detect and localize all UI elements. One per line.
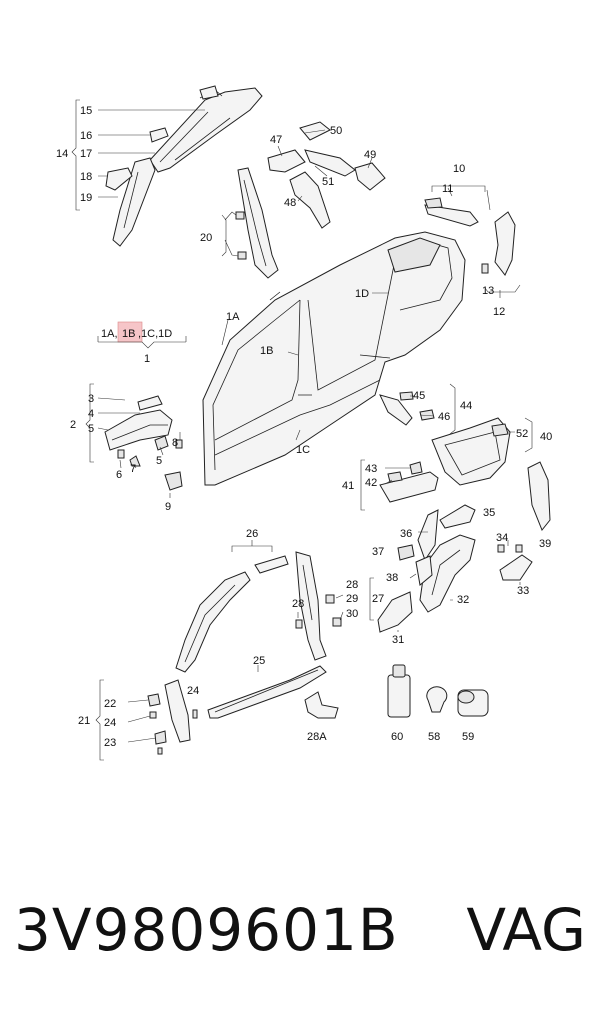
label-5a: 5 xyxy=(88,423,94,435)
label-22: 22 xyxy=(104,698,116,710)
label-4: 4 xyxy=(88,408,94,420)
label-17: 17 xyxy=(80,148,92,160)
label-34: 34 xyxy=(496,532,508,544)
lower-a-pillar-group xyxy=(175,540,374,719)
part-labels: 15 16 14 17 18 19 47 50 49 51 48 20 10 1… xyxy=(56,105,552,749)
label-58: 58 xyxy=(428,731,440,743)
label-50: 50 xyxy=(330,125,342,137)
label-46: 46 xyxy=(438,411,450,423)
label-group-1c1d: ,1C,1D xyxy=(138,328,172,340)
label-28b: 28 xyxy=(292,598,304,610)
side-panel-main xyxy=(202,231,466,486)
label-60: 60 xyxy=(391,731,403,743)
brand-name: VAG xyxy=(466,896,586,964)
label-32: 32 xyxy=(457,594,469,606)
label-33: 33 xyxy=(517,585,529,597)
label-10: 10 xyxy=(453,163,465,175)
parcel-shelf-group xyxy=(267,121,386,229)
lower-b-pillar-group xyxy=(95,679,198,761)
label-7: 7 xyxy=(130,463,136,475)
label-45: 45 xyxy=(413,390,425,402)
label-25: 25 xyxy=(253,655,265,667)
label-44: 44 xyxy=(460,400,472,412)
consumables-group xyxy=(304,664,489,719)
label-9: 9 xyxy=(165,501,171,513)
label-52: 52 xyxy=(516,428,528,440)
label-6: 6 xyxy=(116,469,122,481)
label-20: 20 xyxy=(200,232,212,244)
label-24b: 24 xyxy=(104,717,116,729)
label-49: 49 xyxy=(364,149,376,161)
label-38: 38 xyxy=(386,572,398,584)
label-26: 26 xyxy=(246,528,258,540)
label-35: 35 xyxy=(483,507,495,519)
label-18: 18 xyxy=(80,171,92,183)
label-42: 42 xyxy=(365,477,377,489)
label-59: 59 xyxy=(462,731,474,743)
part-number: 3V9809601B xyxy=(14,896,399,964)
label-1a: 1A xyxy=(226,311,240,323)
quarter-panel-trim-group xyxy=(424,185,521,298)
label-3: 3 xyxy=(88,393,94,405)
sill-bracket-group xyxy=(360,459,476,529)
label-1b: 1B xyxy=(260,345,273,357)
wheel-arch-group xyxy=(377,509,533,633)
label-24a: 24 xyxy=(187,685,199,697)
label-11: 11 xyxy=(442,183,453,195)
roof-rail-group xyxy=(71,85,263,247)
footer: 3V9809601B VAG xyxy=(14,896,594,976)
label-14: 14 xyxy=(56,148,68,160)
label-group-1b: 1B xyxy=(122,328,135,340)
label-1c: 1C xyxy=(296,444,310,456)
label-8: 8 xyxy=(172,437,178,449)
label-16: 16 xyxy=(80,130,92,142)
wheelhouse-frame-group xyxy=(431,417,551,531)
variant-label-group xyxy=(97,321,187,349)
label-36: 36 xyxy=(400,528,412,540)
label-12: 12 xyxy=(493,306,505,318)
label-21: 21 xyxy=(78,715,90,727)
label-1: 1 xyxy=(144,353,150,365)
label-23: 23 xyxy=(104,737,116,749)
label-27: 27 xyxy=(372,593,384,605)
label-30: 30 xyxy=(346,608,358,620)
label-41: 41 xyxy=(342,480,354,492)
label-51: 51 xyxy=(322,176,334,188)
label-2: 2 xyxy=(70,419,76,431)
label-39: 39 xyxy=(539,538,551,550)
label-47: 47 xyxy=(270,134,282,146)
label-40: 40 xyxy=(540,431,552,443)
label-37: 37 xyxy=(372,546,384,558)
label-31: 31 xyxy=(392,634,404,646)
label-48: 48 xyxy=(284,197,296,209)
b-pillar-upper xyxy=(221,167,279,279)
label-43: 43 xyxy=(365,463,377,475)
label-5b: 5 xyxy=(156,455,162,467)
label-19: 19 xyxy=(80,192,92,204)
label-28: 28 xyxy=(346,579,358,591)
label-1d: 1D xyxy=(355,288,369,300)
label-13: 13 xyxy=(482,285,494,297)
label-15: 15 xyxy=(80,105,92,117)
parts-diagram: 15 16 14 17 18 19 47 50 49 51 48 20 10 1… xyxy=(56,85,552,761)
label-29: 29 xyxy=(346,593,358,605)
label-28a: 28A xyxy=(307,731,327,743)
rear-inner-group xyxy=(379,383,456,435)
front-fender-group xyxy=(85,383,183,498)
label-group-1a: 1A, xyxy=(101,328,118,340)
